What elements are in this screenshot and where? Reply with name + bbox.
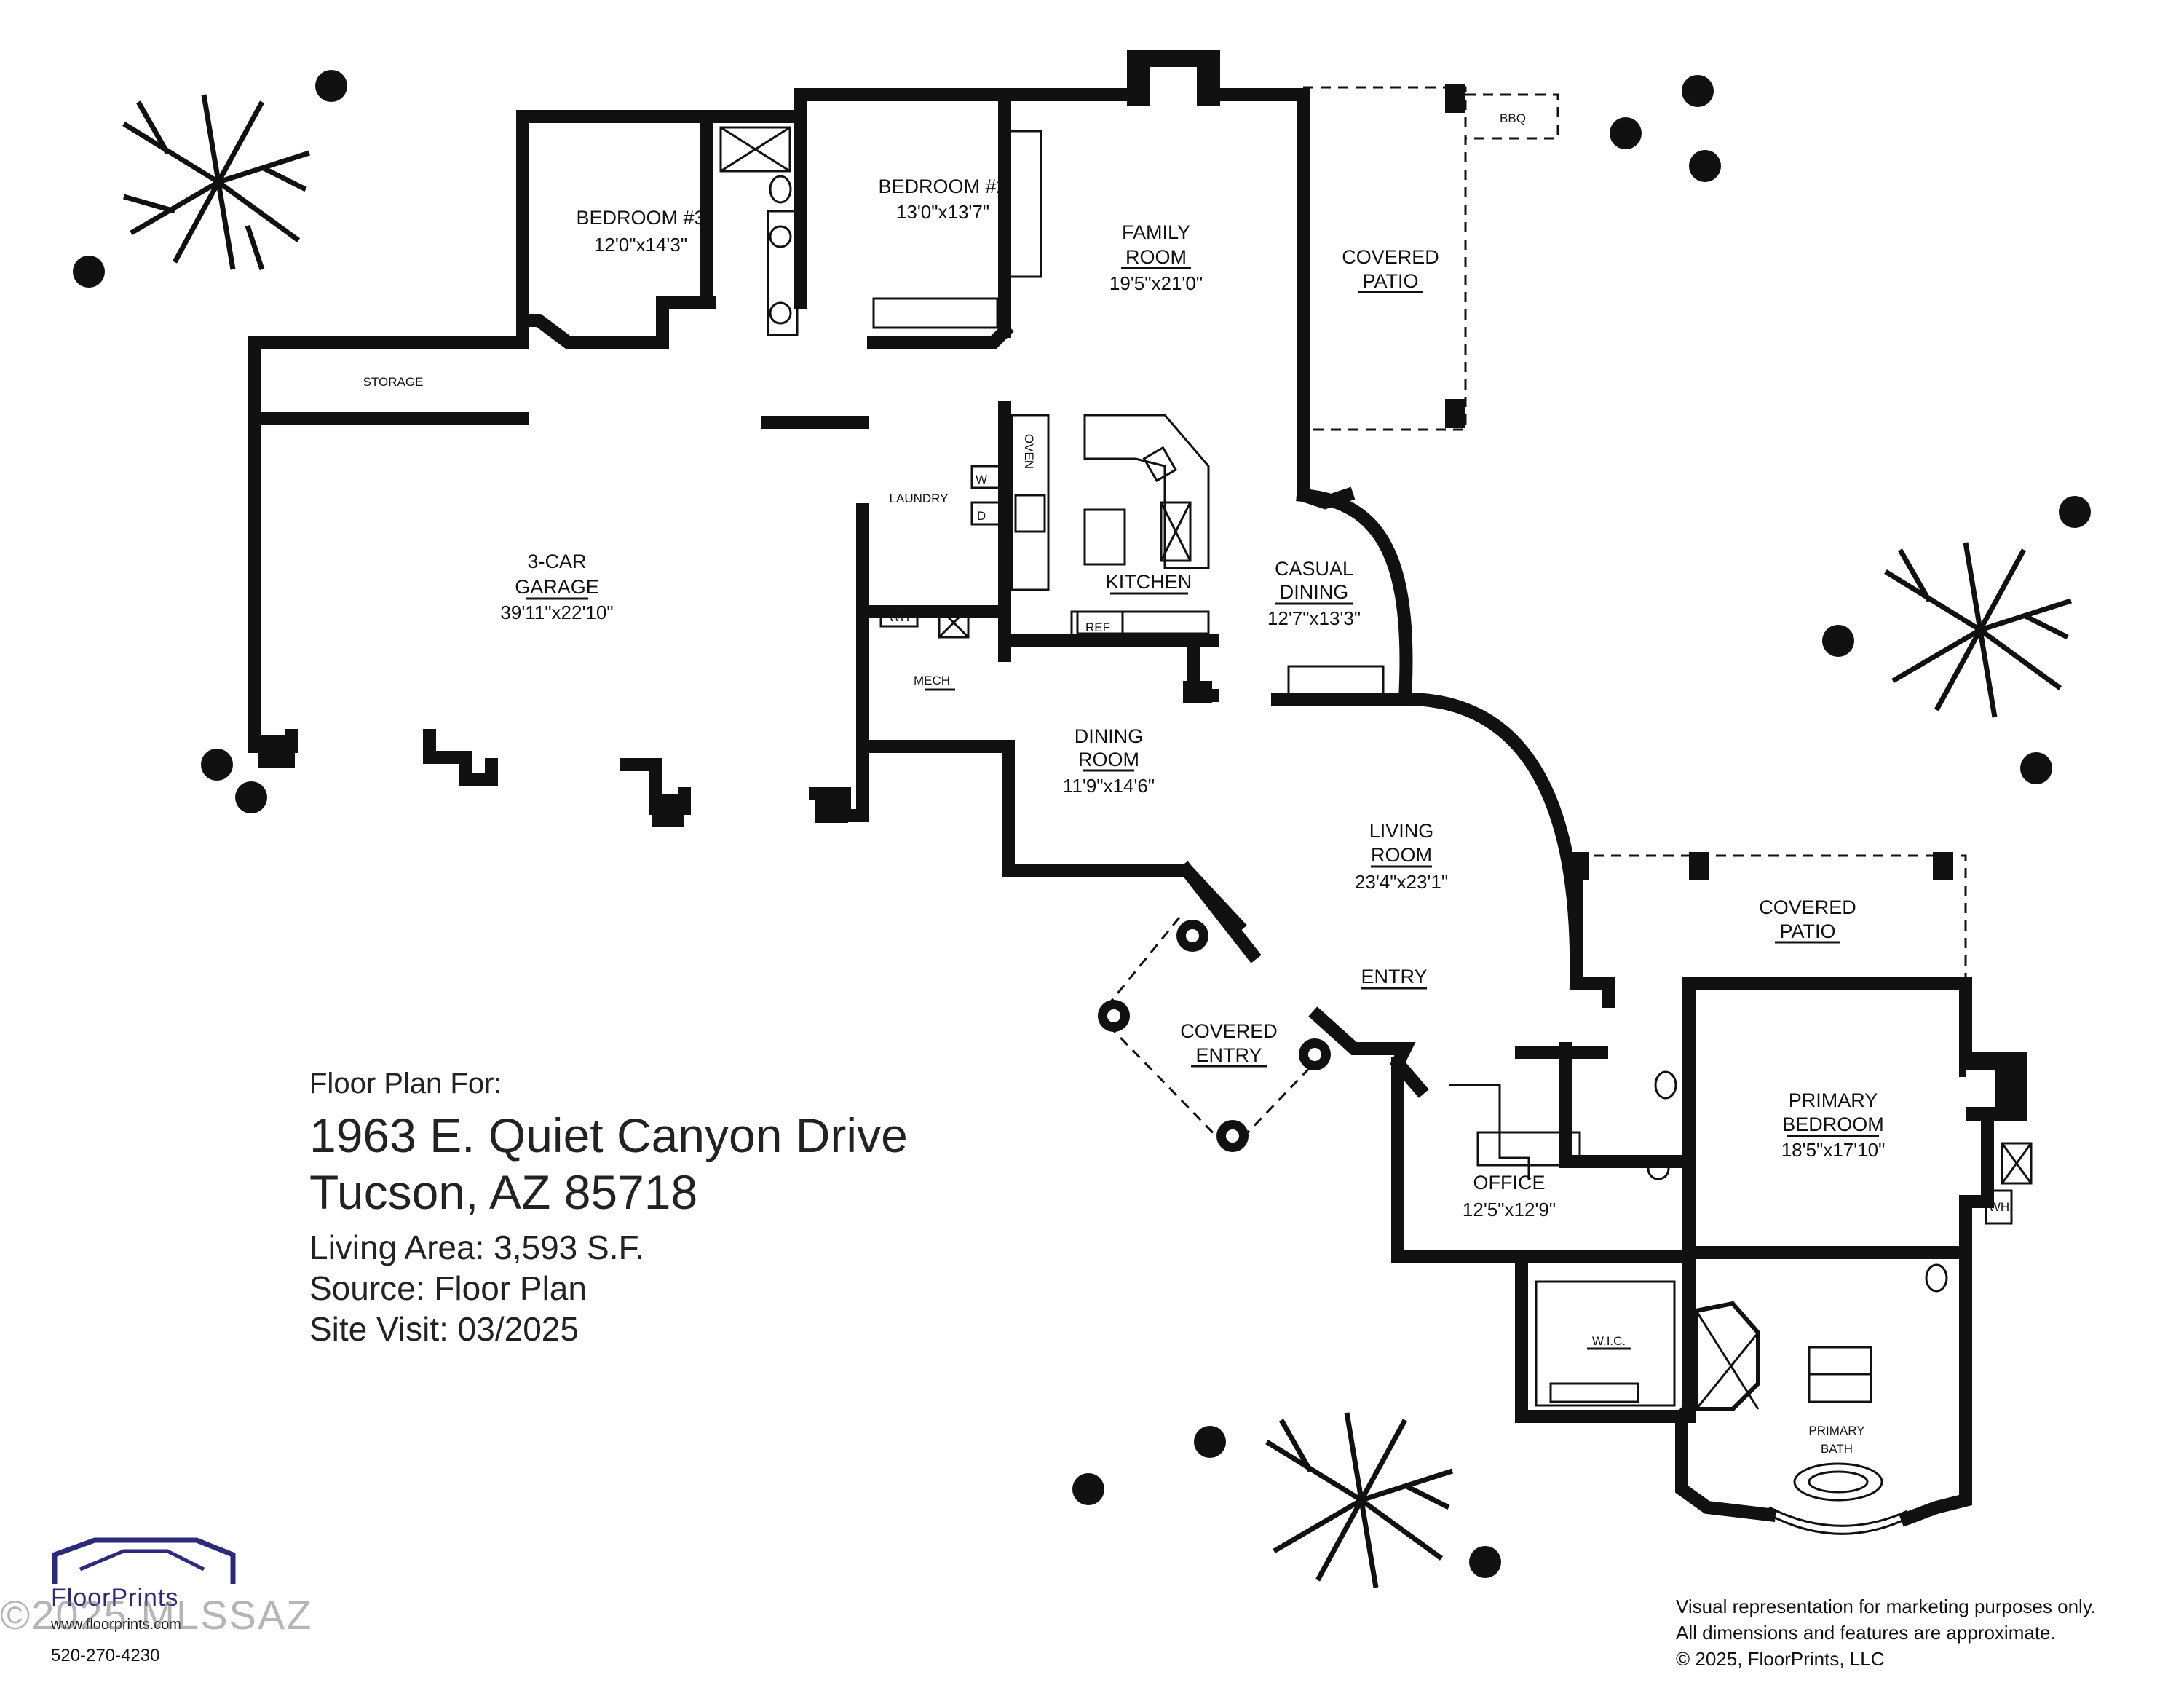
- label-casual-dining-2: DINING: [1280, 581, 1349, 603]
- label-living-room-1: LIVING: [1369, 820, 1434, 842]
- tree-icon: [122, 94, 311, 271]
- label-primary-bath-2: BATH: [1821, 1442, 1853, 1456]
- info-source: Source: Floor Plan: [309, 1269, 587, 1307]
- dims-casual-dining: 12'7"x13'3": [1267, 607, 1361, 629]
- label-ref: REF: [1085, 620, 1110, 634]
- disclaimer-line-2: All dimensions and features are approxim…: [1676, 1622, 2056, 1644]
- label-bedroom-3: BEDROOM #3: [576, 207, 705, 229]
- label-washer: W: [976, 473, 987, 486]
- room-labels: BEDROOM #3 12'0"x14'3" BEDROOM #2 13'0"x…: [363, 111, 2010, 1456]
- label-bedroom-2: BEDROOM #2: [878, 175, 1007, 197]
- label-bbq: BBQ: [1500, 111, 1526, 125]
- label-covered-entry-1: COVERED: [1180, 1020, 1278, 1042]
- label-covered-patio-north-2: PATIO: [1362, 270, 1418, 292]
- walls: [248, 50, 2027, 1535]
- label-garage-1: 3-CAR: [527, 551, 586, 572]
- logo-site: www.floorprints.com: [51, 1617, 181, 1633]
- label-office: OFFICE: [1473, 1172, 1546, 1194]
- label-primary-bedroom-2: BEDROOM: [1782, 1113, 1884, 1135]
- label-family-room-1: FAMILY: [1122, 221, 1190, 243]
- label-dining-room-2: ROOM: [1078, 749, 1139, 770]
- tree-icon: [1884, 542, 2073, 718]
- logo-name: FloorPrints: [51, 1584, 179, 1612]
- dims-dining-room: 11'9"x14'6": [1063, 775, 1155, 797]
- dims-family-room: 19'5"x21'0": [1109, 272, 1203, 294]
- fixtures: [719, 126, 2033, 1502]
- label-covered-patio-east-1: COVERED: [1759, 896, 1856, 918]
- label-covered-entry-2: ENTRY: [1195, 1044, 1262, 1066]
- watermark: ©2025 MLSSAZ: [0, 1592, 313, 1638]
- dims-office: 12'5"x12'9": [1463, 1199, 1556, 1220]
- label-living-room-2: ROOM: [1371, 844, 1432, 866]
- label-covered-patio-east-2: PATIO: [1779, 920, 1835, 942]
- label-entry: ENTRY: [1361, 966, 1427, 987]
- house-logo-icon: [52, 1537, 236, 1584]
- dims-living-room: 23'4"x23'1": [1355, 871, 1448, 893]
- label-laundry: LAUNDRY: [890, 492, 949, 505]
- label-wh: WH: [889, 610, 909, 624]
- label-garage-2: GARAGE: [515, 576, 599, 598]
- disclaimer-line-3: © 2025, FloorPrints, LLC: [1676, 1648, 1885, 1670]
- patio-outlines: [1097, 86, 1967, 1153]
- info-living-area: Living Area: 3,593 S.F.: [309, 1228, 645, 1266]
- info-heading: Floor Plan For:: [309, 1068, 502, 1100]
- label-kitchen: KITCHEN: [1106, 571, 1192, 593]
- shrub-icon: [73, 70, 2091, 1578]
- dims-bedroom-2: 13'0"x13'7": [896, 201, 989, 223]
- dims-garage: 39'11"x22'10": [500, 602, 613, 623]
- dims-bedroom-3: 12'0"x14'3": [594, 234, 687, 256]
- tree-icon: [1265, 1412, 1454, 1588]
- floorprints-logo: FloorPrints www.floorprints.com 520-270-…: [51, 1537, 240, 1675]
- label-casual-dining-1: CASUAL: [1275, 558, 1353, 580]
- label-primary-bath-1: PRIMARY: [1808, 1424, 1864, 1437]
- label-dining-room-1: DINING: [1075, 725, 1144, 747]
- label-family-room-2: ROOM: [1125, 246, 1187, 268]
- info-address-line-1: 1963 E. Quiet Canyon Drive: [309, 1108, 908, 1162]
- label-underlines: [526, 267, 1879, 1350]
- info-address-line-2: Tucson, AZ 85718: [309, 1165, 698, 1219]
- label-storage: STORAGE: [363, 375, 424, 389]
- info-site-visit: Site Visit: 03/2025: [309, 1310, 579, 1348]
- label-dryer: D: [977, 509, 986, 523]
- dims-primary-bedroom: 18'5"x17'10": [1781, 1139, 1886, 1161]
- label-oven: OVEN: [1022, 434, 1036, 469]
- label-mech: MECH: [914, 674, 950, 687]
- label-wh-primary: WH: [1989, 1200, 2009, 1214]
- label-primary-bedroom-1: PRIMARY: [1789, 1089, 1878, 1111]
- disclaimer-line-1: Visual representation for marketing purp…: [1676, 1596, 2097, 1617]
- logo-phone: 520-270-4230: [51, 1646, 160, 1665]
- label-covered-patio-north-1: COVERED: [1342, 246, 1439, 268]
- label-wic: W.I.C.: [1592, 1334, 1626, 1348]
